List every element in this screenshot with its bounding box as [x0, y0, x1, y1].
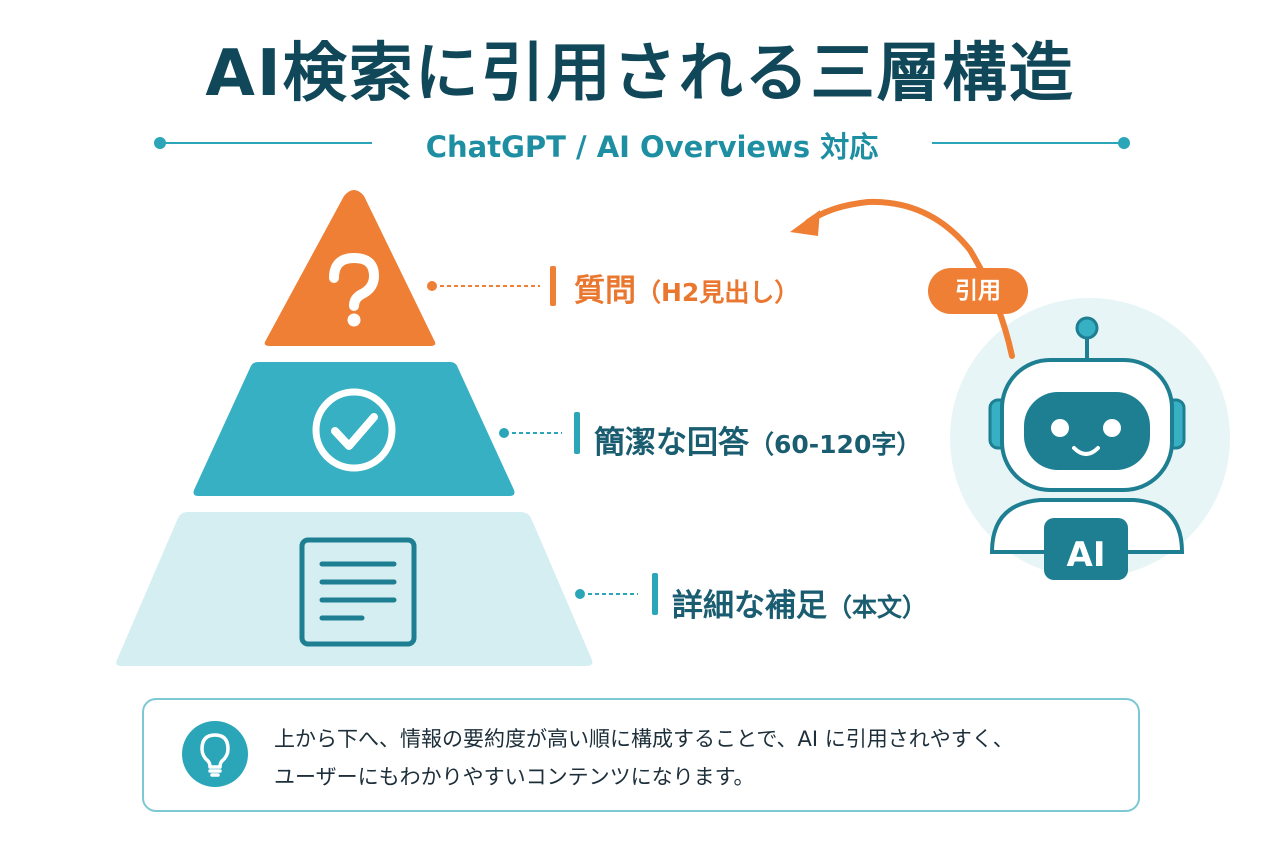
layer-label-question-paren: （H2見出し） — [636, 278, 800, 307]
page-title: AI検索に引用される三層構造 — [205, 37, 1075, 111]
subtitle-line-right — [932, 142, 1124, 144]
connector-detail — [575, 573, 658, 615]
document-icon — [299, 537, 417, 647]
pyramid-layer-detail — [116, 512, 593, 666]
question-mark-icon — [329, 252, 380, 327]
pyramid-layer-answer — [193, 362, 515, 496]
subtitle: ChatGPT / AI Overviews 対応 — [425, 130, 879, 164]
info-box: 上から下へ、情報の要約度が高い順に構成することで、AI に引用されやすく、 ユー… — [142, 698, 1140, 812]
lightbulb-icon — [182, 721, 248, 787]
layer-label-answer-paren: （60-120字） — [749, 430, 922, 459]
layer-label-detail: 詳細な補足（本文） — [672, 580, 927, 625]
cite-badge: 引用 — [928, 268, 1028, 314]
subtitle-line-left — [160, 142, 372, 144]
info-text: 上から下へ、情報の要約度が高い順に構成することで、AI に引用されやすく、 ユー… — [274, 720, 1114, 796]
connector-answer — [499, 412, 580, 454]
info-text-line-2: ユーザーにもわかりやすいコンテンツになります。 — [274, 765, 755, 789]
layer-label-answer: 簡潔な回答（60-120字） — [594, 417, 921, 462]
check-circle-icon — [312, 388, 396, 472]
pyramid-layer-question — [264, 190, 436, 346]
subtitle-dot-right — [1118, 137, 1130, 149]
layer-label-answer-main: 簡潔な回答 — [594, 425, 749, 461]
layer-label-question: 質問（H2見出し） — [574, 265, 799, 310]
layer-label-question-main: 質問 — [574, 273, 636, 309]
robot-icon — [950, 298, 1230, 580]
layer-label-detail-paren: （本文） — [827, 593, 928, 622]
layer-label-detail-main: 詳細な補足 — [672, 588, 827, 624]
robot-ai-badge: AI — [1067, 535, 1106, 575]
connector-question — [427, 266, 556, 306]
subtitle-row: ChatGPT / AI Overviews 対応 — [0, 122, 1280, 166]
info-text-line-1: 上から下へ、情報の要約度が高い順に構成することで、AI に引用されやすく、 — [274, 727, 1014, 751]
